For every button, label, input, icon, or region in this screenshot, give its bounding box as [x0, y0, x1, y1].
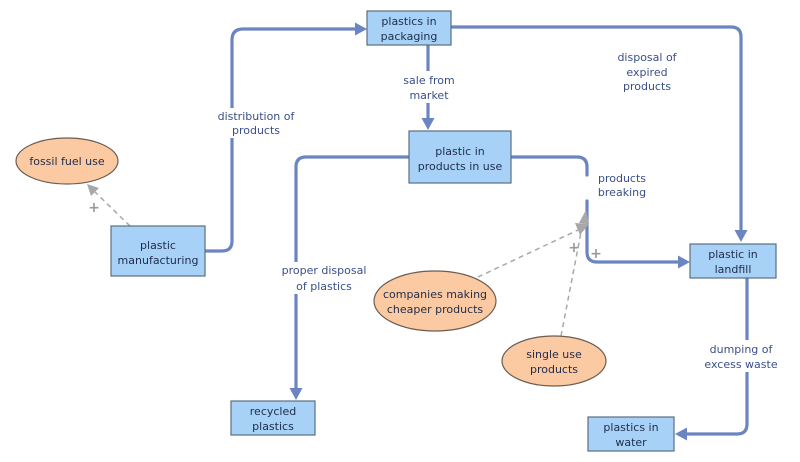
- variable-label-line: products: [530, 363, 578, 376]
- flow-label-line: sale from: [403, 74, 454, 87]
- flow-expired-disposal[interactable]: [449, 25, 748, 242]
- variable-companies-making-cheaper-products[interactable]: companies making cheaper products: [373, 270, 497, 332]
- stock-plastics-in-packaging[interactable]: plastics in packaging: [366, 10, 452, 46]
- stock-label-line: water: [615, 436, 647, 449]
- stock-label-line: plastics: [252, 420, 294, 433]
- flow-products-breaking[interactable]: [509, 155, 690, 269]
- flow-label-line: excess waste: [704, 358, 777, 371]
- stock-label-line: recycled: [250, 405, 296, 418]
- flow-label-dumping: dumping of excess waste: [700, 340, 786, 372]
- flow-label-line: products: [598, 172, 646, 185]
- polarity-cheaper: +: [568, 240, 580, 256]
- stock-label-line: plastics in: [381, 15, 436, 28]
- flow-label-line: of plastics: [296, 280, 352, 293]
- variable-label-line: cheaper products: [387, 303, 484, 316]
- stock-recycled-plastics[interactable]: recycled plastics: [230, 400, 316, 436]
- variable-label-line: fossil fuel use: [29, 155, 105, 168]
- stock-label-line: packaging: [381, 30, 438, 43]
- link-single-use-to-breaking[interactable]: [560, 210, 589, 337]
- flow-dumping-excess-waste[interactable]: [675, 276, 749, 441]
- stock-plastic-in-landfill[interactable]: plastic in landfill: [689, 243, 777, 279]
- stock-plastic-manufacturing[interactable]: plastic manufacturing: [110, 225, 206, 277]
- flow-label-proper-disposal: proper disposal of plastics: [276, 262, 372, 294]
- stock-label-line: products in use: [418, 160, 503, 173]
- variable-single-use-products[interactable]: single use products: [501, 335, 607, 387]
- flow-proper-disposal[interactable]: [289, 155, 411, 400]
- link-manufacturing-to-fossil[interactable]: [87, 184, 131, 227]
- flow-label-line: dumping of: [710, 343, 774, 356]
- flow-label-line: products: [232, 124, 280, 137]
- stock-label-line: plastic in: [435, 145, 484, 158]
- variable-label-line: single use: [526, 348, 582, 361]
- flow-label-line: disposal of: [617, 51, 677, 64]
- stock-label-line: manufacturing: [118, 254, 199, 267]
- flow-label-line: distribution of: [218, 110, 296, 123]
- flow-label-line: proper disposal: [282, 264, 367, 277]
- stock-plastic-in-products-in-use[interactable]: plastic in products in use: [408, 130, 512, 184]
- flow-label-line: expired: [626, 66, 667, 79]
- stock-plastics-in-water[interactable]: plastics in water: [587, 416, 675, 452]
- stock-label-line: plastic: [140, 239, 176, 252]
- stock-label-line: plastics in: [603, 421, 658, 434]
- flow-label-line: breaking: [598, 186, 646, 199]
- stock-label-line: plastic in: [708, 248, 757, 261]
- variable-fossil-fuel-use[interactable]: fossil fuel use: [15, 137, 119, 185]
- flow-label-breaking: products breaking: [592, 170, 654, 202]
- polarity-single-use: +: [590, 246, 602, 262]
- flow-label-expired: disposal of expired products: [617, 51, 677, 93]
- polarity-fossil: +: [88, 200, 100, 216]
- flow-label-line: products: [623, 80, 671, 93]
- flow-label-sale: sale from market: [399, 71, 457, 103]
- stock-label-line: landfill: [715, 263, 752, 276]
- flow-label-distribution: distribution of products: [210, 108, 302, 138]
- variable-label-line: companies making: [383, 288, 487, 301]
- flow-label-line: market: [409, 89, 449, 102]
- flow-distribution[interactable]: [203, 22, 367, 253]
